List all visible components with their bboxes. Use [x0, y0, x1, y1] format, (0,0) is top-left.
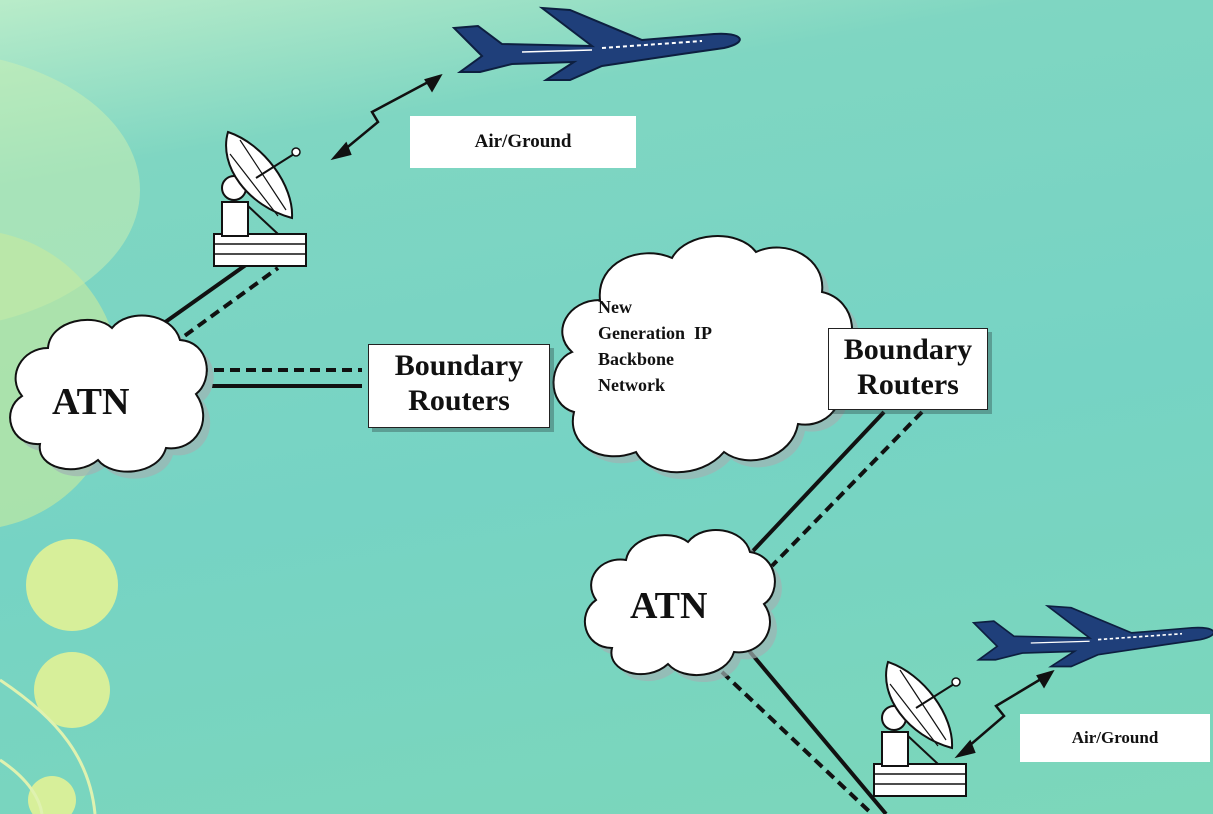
air-ground-label-bottom: Air/Ground	[1020, 714, 1210, 762]
air-ground-text: Air/Ground	[1071, 728, 1159, 747]
aircraft-icon	[971, 604, 1213, 668]
atn-cloud-right	[583, 528, 776, 677]
backbone-label: New Generation IP Backbone Network	[598, 294, 712, 398]
link-left-antenna-dashed	[170, 266, 280, 347]
boundary-routers-left: Boundary Routers	[368, 344, 550, 428]
aircraft-icon	[451, 6, 741, 81]
router-label-line: Routers	[857, 367, 959, 401]
satellite-dish-icon	[873, 660, 967, 797]
boundary-routers-right: Boundary Routers	[828, 328, 988, 410]
radio-link-top	[330, 73, 443, 161]
air-ground-text: Air/Ground	[474, 131, 572, 152]
backbone-line: Backbone	[598, 349, 675, 369]
radio-link-bottom	[954, 669, 1055, 759]
backbone-line: New	[598, 297, 632, 317]
satellite-dish-icon	[213, 130, 307, 267]
router-label-line: Boundary	[394, 349, 524, 382]
link-right-antenna-solid	[738, 638, 888, 814]
router-label-line: Boundary	[843, 333, 973, 366]
link-right-router-dashed	[766, 410, 924, 572]
backbone-cloud	[552, 235, 854, 474]
atn-cloud-left	[9, 314, 208, 473]
atn-label-right: ATN	[630, 585, 708, 627]
links	[138, 260, 924, 814]
router-label-line: Routers	[408, 383, 510, 417]
backbone-line: Network	[598, 375, 665, 395]
link-right-router-solid	[750, 410, 886, 554]
backbone-line: Generation IP	[598, 323, 712, 343]
link-right-antenna-dashed	[720, 670, 874, 814]
atn-label-left: ATN	[52, 381, 130, 423]
air-ground-label-top: Air/Ground	[410, 116, 636, 168]
